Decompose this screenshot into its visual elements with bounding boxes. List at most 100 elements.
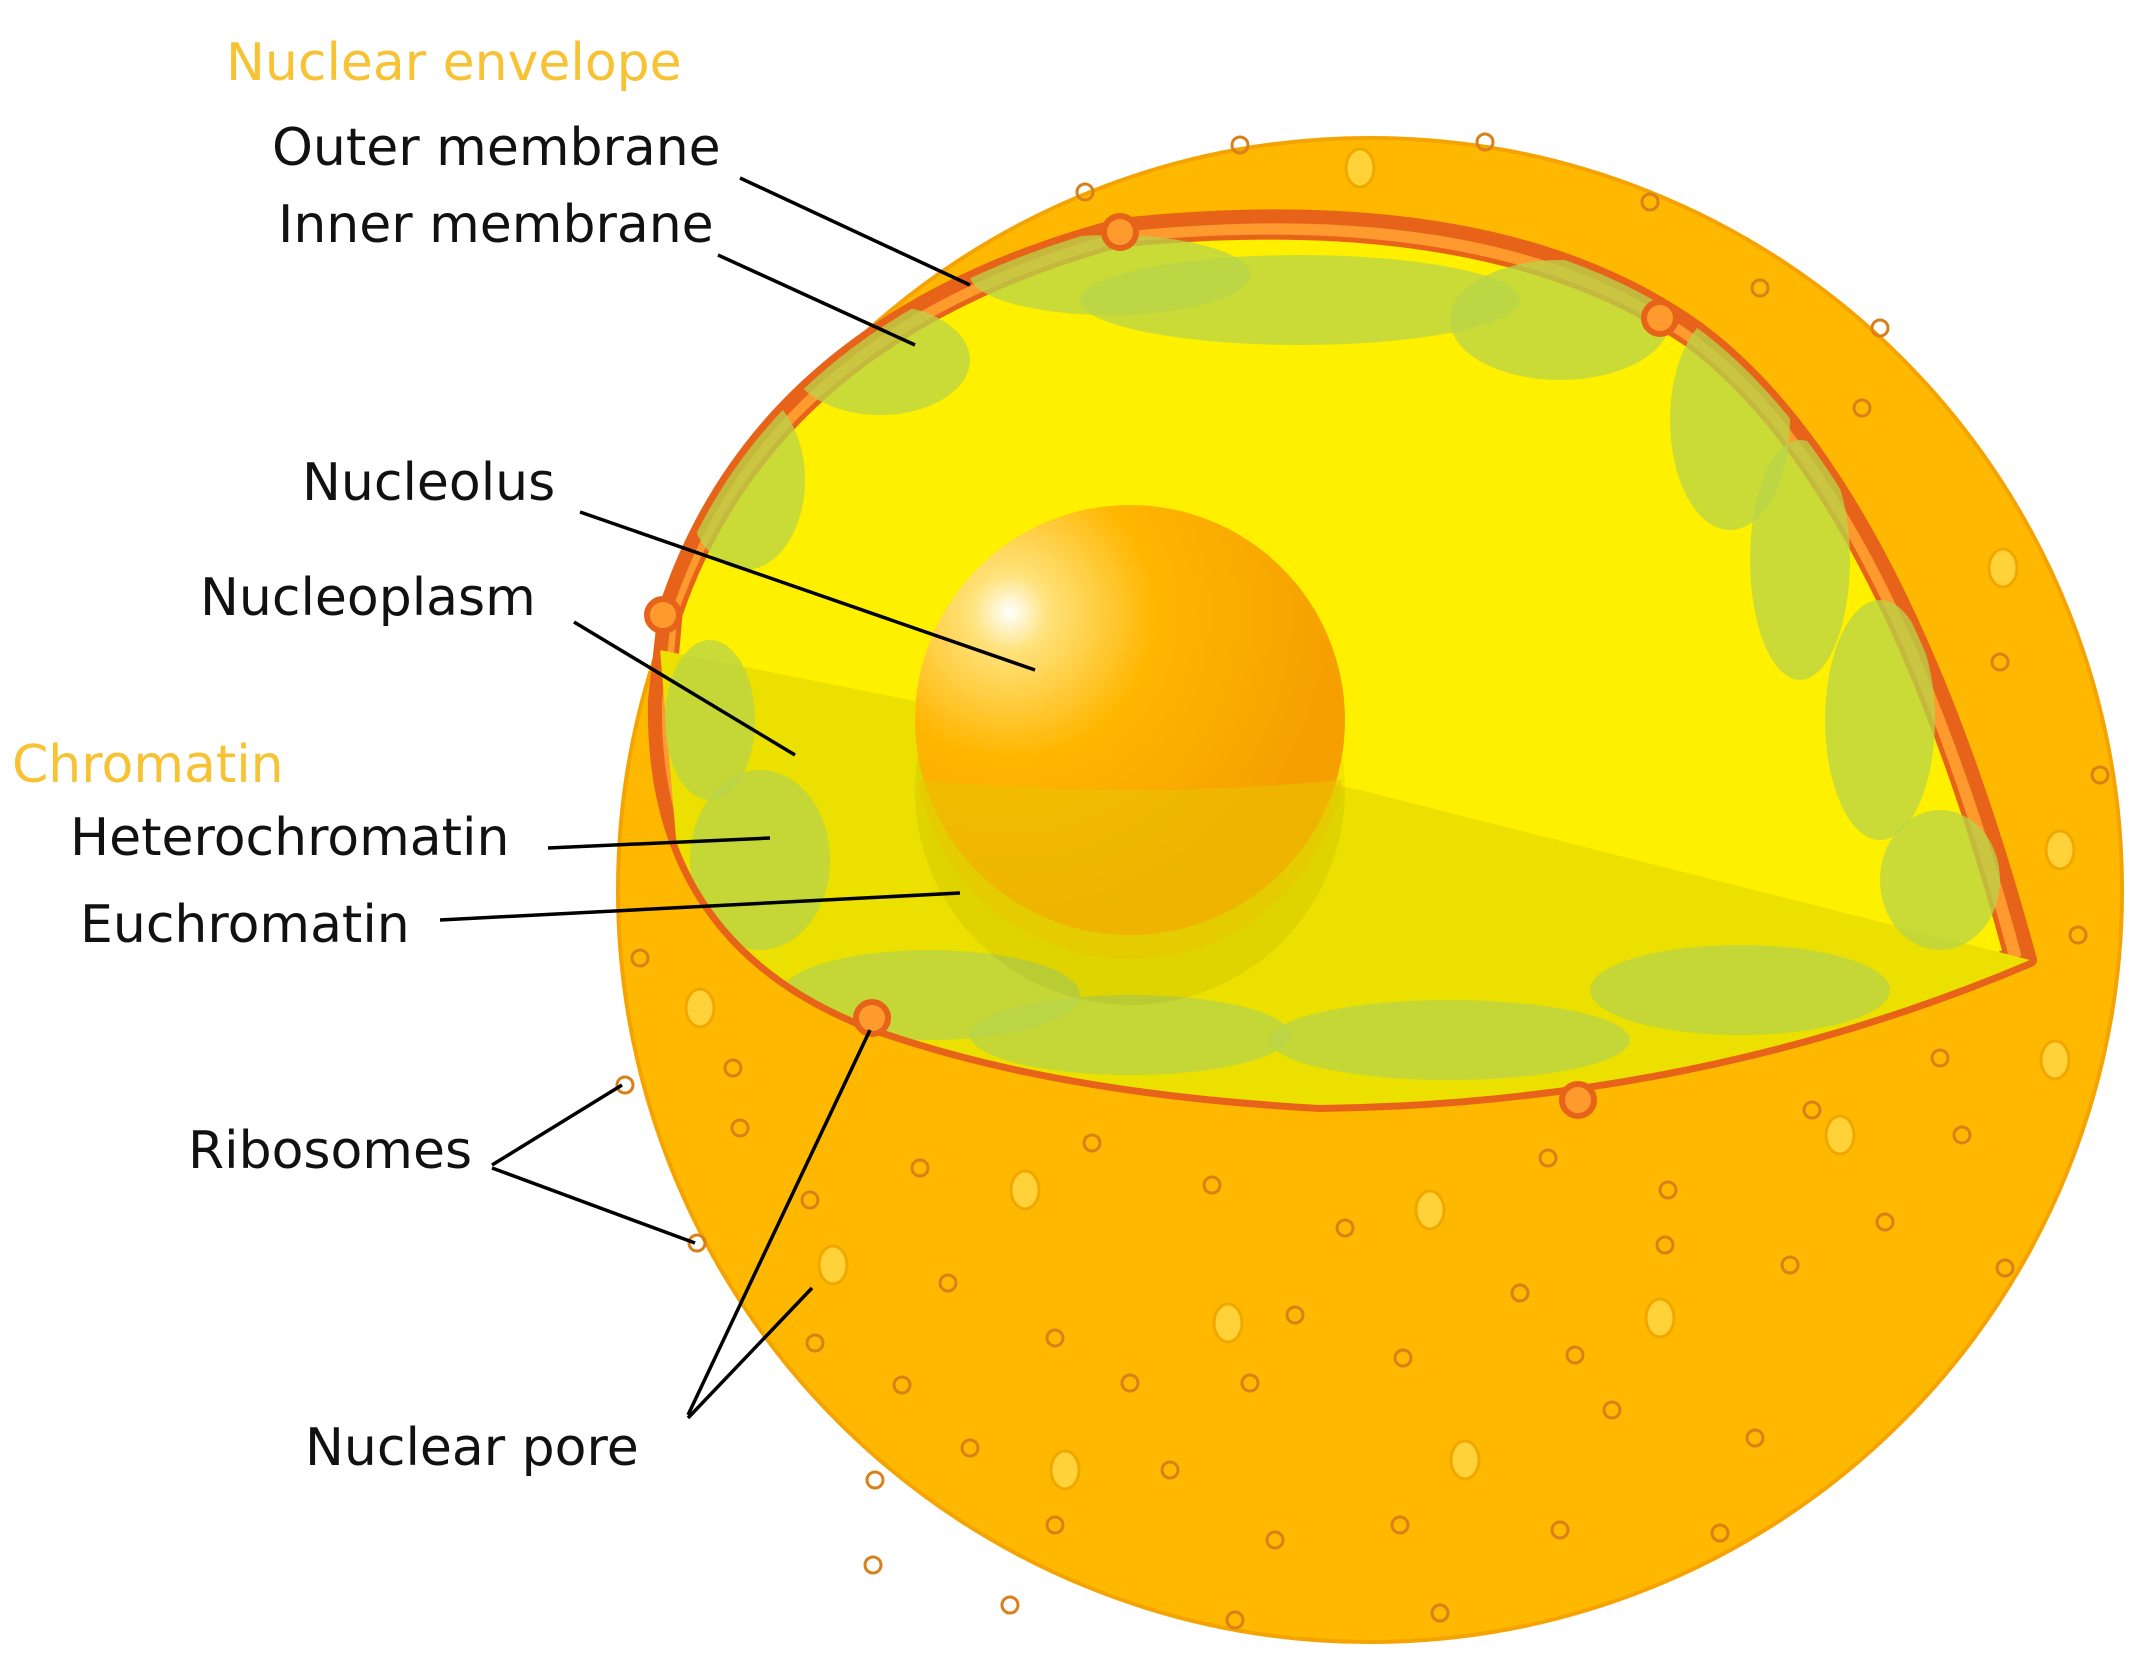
- ribosome: [1875, 1212, 1895, 1232]
- ribosome: [1082, 1133, 1102, 1153]
- heterochromatin-patch: [1590, 945, 1890, 1035]
- nuclear-pore-mark: [853, 999, 891, 1037]
- label-nucleoplasm: Nucleoplasm: [200, 568, 536, 628]
- ribosome: [1225, 1610, 1245, 1630]
- ribosome: [2068, 925, 2088, 945]
- vesicle: [1049, 1449, 1081, 1491]
- vesicle: [1414, 1189, 1446, 1231]
- leader-inner-membrane: [717, 253, 916, 347]
- ribosome: [723, 1058, 743, 1078]
- vesicle: [2039, 1039, 2071, 1081]
- ribosome: [1240, 1373, 1260, 1393]
- vesicle: [817, 1244, 849, 1286]
- ribosome: [2090, 765, 2110, 785]
- ribosome: [865, 1470, 885, 1490]
- ribosome: [1393, 1348, 1413, 1368]
- vesicle-dots: [684, 147, 2076, 1491]
- leader-outer-membrane: [739, 176, 971, 287]
- ribosome: [1990, 652, 2010, 672]
- label-chromatin: Chromatin: [12, 735, 284, 795]
- ribosome-dots: [615, 132, 2110, 1630]
- vesicle: [2044, 829, 2076, 871]
- label-heterochromatin: Heterochromatin: [70, 808, 509, 868]
- ribosome: [1852, 398, 1872, 418]
- label-euchromatin: Euchromatin: [80, 895, 410, 955]
- leader-euchromatin: [439, 891, 961, 922]
- vesicle: [1009, 1169, 1041, 1211]
- ribosome: [615, 1075, 635, 1095]
- ribosome: [1658, 1180, 1678, 1200]
- ribosome: [863, 1555, 883, 1575]
- leader-lines: [439, 176, 1036, 1420]
- ribosome: [1710, 1523, 1730, 1543]
- ribosome: [910, 1158, 930, 1178]
- ribosome: [960, 1438, 980, 1458]
- ribosome: [1045, 1515, 1065, 1535]
- ribosome: [1602, 1400, 1622, 1420]
- vesicle: [684, 987, 716, 1029]
- ribosome: [805, 1333, 825, 1353]
- ribosome: [1550, 1520, 1570, 1540]
- ribosome: [1565, 1345, 1585, 1365]
- nuclear-pore-mark: [1559, 1081, 1597, 1119]
- vesicle: [1449, 1439, 1481, 1481]
- vesicle: [1212, 1302, 1244, 1344]
- leader-pore-2: [686, 1286, 814, 1420]
- leader-nucleoplasm: [573, 620, 796, 757]
- ribosome: [1995, 1258, 2015, 1278]
- ribosome: [687, 1233, 707, 1253]
- label-nucleolus: Nucleolus: [302, 453, 555, 513]
- nuclear-pore-mark: [1101, 213, 1139, 251]
- ribosome: [1780, 1255, 1800, 1275]
- heterochromatin-patch: [1825, 600, 1935, 840]
- nuclear-pore-mark: [1641, 299, 1679, 337]
- nucleolus-lower-shade: [918, 780, 1342, 960]
- ribosome: [1075, 182, 1095, 202]
- ribosome: [1510, 1283, 1530, 1303]
- vesicle: [1824, 1114, 1856, 1156]
- ribosome: [730, 1118, 750, 1138]
- label-ribosomes: Ribosomes: [188, 1121, 472, 1181]
- label-nuclear-pore: Nuclear pore: [305, 1418, 639, 1478]
- ribosome: [1285, 1305, 1305, 1325]
- heterochromatin-patch: [970, 235, 1250, 315]
- heterochromatin-patch: [665, 640, 755, 800]
- ribosome: [1202, 1175, 1222, 1195]
- ribosome: [1475, 132, 1495, 152]
- heterochromatin-patch: [685, 390, 805, 570]
- ribosome: [1045, 1328, 1065, 1348]
- ribosome: [630, 948, 650, 968]
- ribosome: [1802, 1100, 1822, 1120]
- ribosome: [1655, 1235, 1675, 1255]
- ribosome: [1538, 1148, 1558, 1168]
- vesicle: [1987, 547, 2019, 589]
- heterochromatin-patch: [1880, 810, 2000, 950]
- ribosome: [1335, 1218, 1355, 1238]
- ribosome: [938, 1273, 958, 1293]
- ribosome: [892, 1375, 912, 1395]
- leader-pore-1: [686, 1029, 872, 1416]
- heterochromatin-patch: [1270, 1000, 1630, 1080]
- leader-nucleolus: [579, 510, 1036, 672]
- ribosome: [1870, 318, 1890, 338]
- nuclear-pore-mark: [644, 596, 682, 634]
- leader-ribosome-1: [491, 1083, 623, 1167]
- ribosome: [1230, 135, 1250, 155]
- vesicle: [1344, 147, 1376, 189]
- heterochromatin-patch: [1450, 260, 1670, 380]
- ribosome: [1640, 192, 1660, 212]
- vesicle: [1644, 1297, 1676, 1339]
- leader-heterochromatin: [547, 836, 771, 850]
- ribosome: [1000, 1595, 1020, 1615]
- ribosome: [1390, 1515, 1410, 1535]
- label-nuclear-envelope: Nuclear envelope: [226, 33, 682, 93]
- ribosome: [1265, 1530, 1285, 1550]
- nuclear-pores: [644, 213, 1679, 1119]
- heterochromatin-patch: [1750, 440, 1850, 680]
- label-outer-membrane: Outer membrane: [272, 118, 721, 178]
- label-inner-membrane: Inner membrane: [278, 195, 714, 255]
- ribosome: [1120, 1373, 1140, 1393]
- ribosome: [1160, 1460, 1180, 1480]
